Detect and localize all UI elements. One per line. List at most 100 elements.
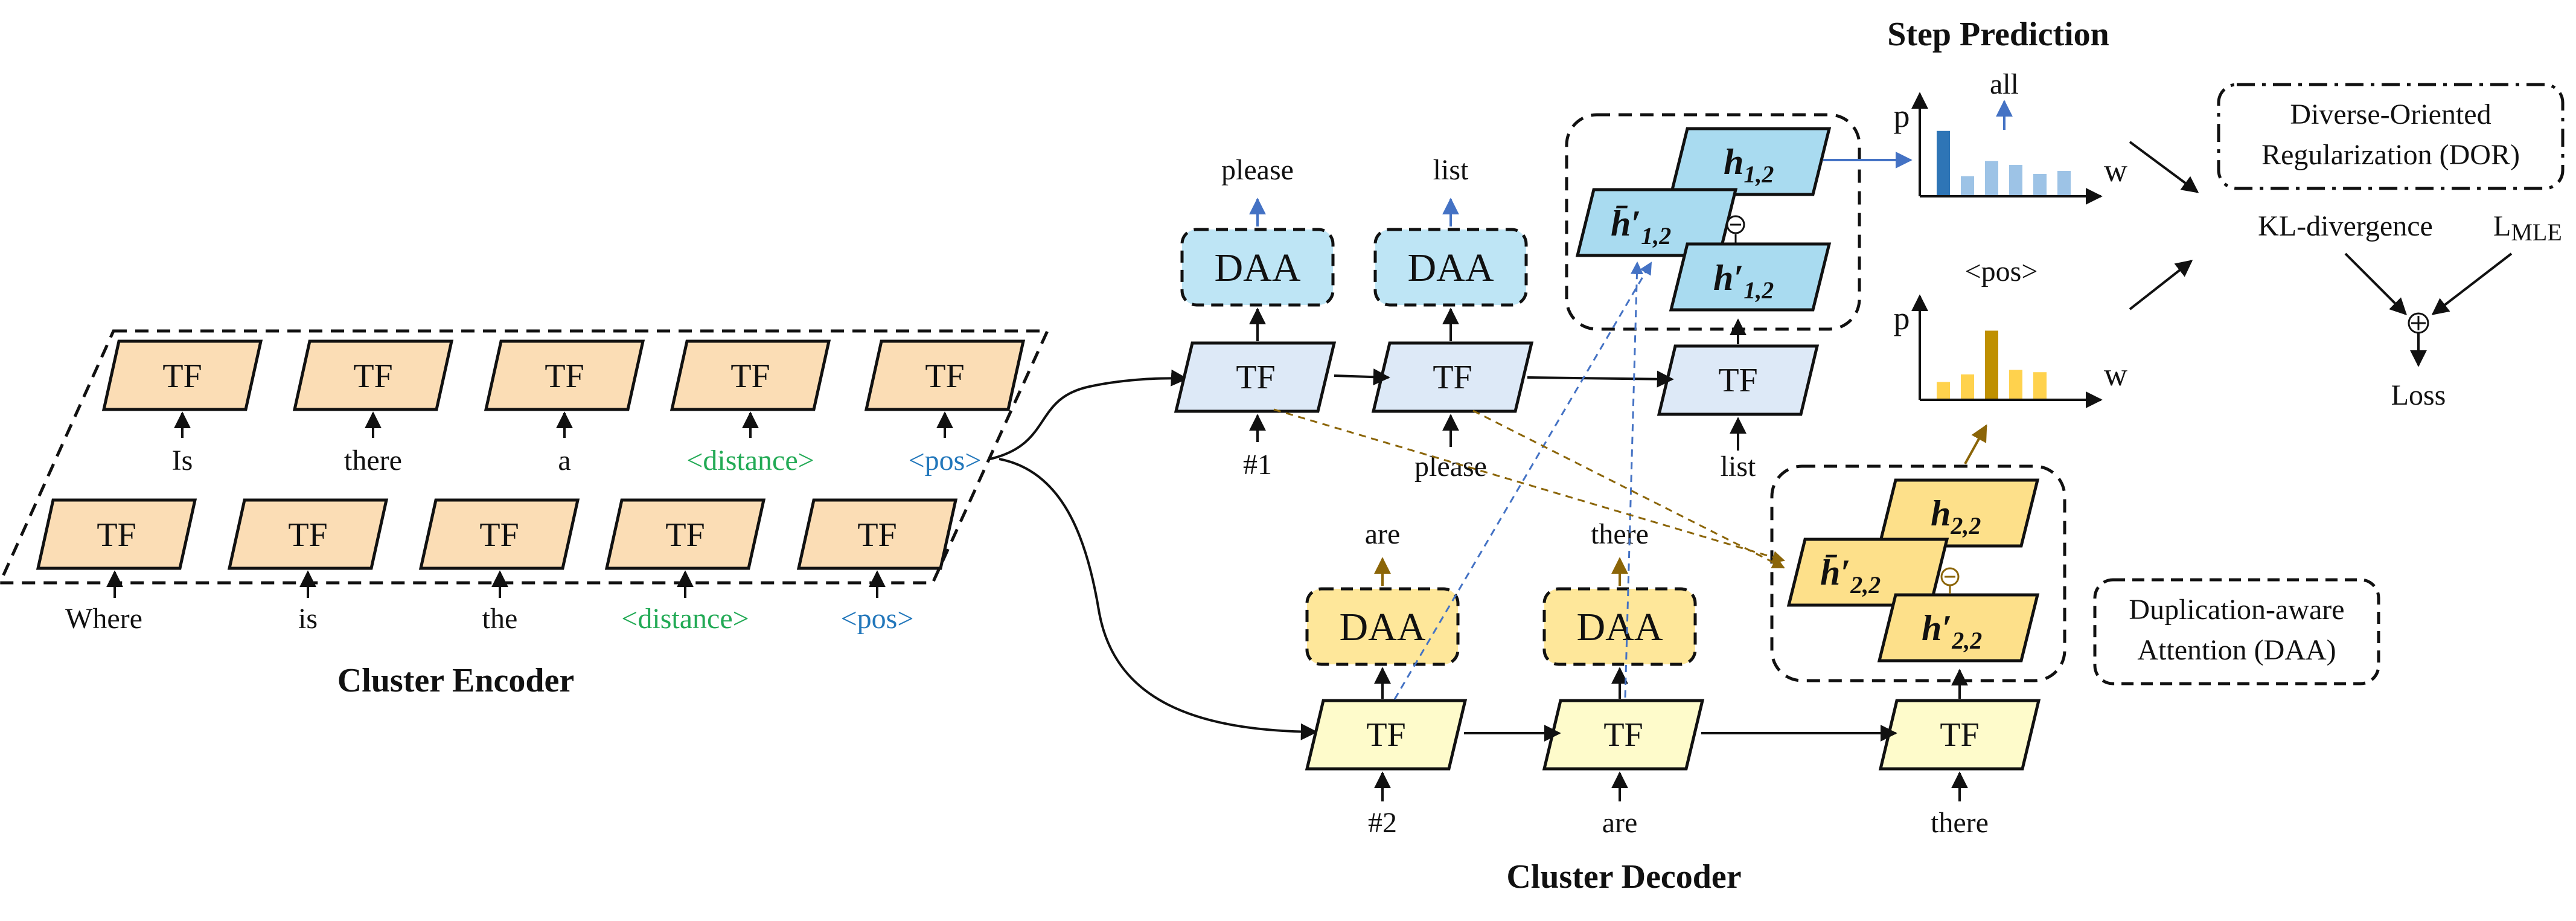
daa-label: DAA [1215, 246, 1301, 290]
daa-label: DAA [1577, 605, 1663, 649]
encoder-tf-row2-5: TF [796, 498, 958, 570]
dor-line-1: Diverse-Oriented [2290, 98, 2491, 130]
hidden-state-box-2 [1770, 464, 2066, 682]
encoder-tf-row1-3: TF [484, 339, 645, 411]
encoder-word: the [482, 603, 518, 635]
h-1-2: h1,2 [1669, 127, 1832, 196]
decoder1-tf-2: TF [1371, 341, 1534, 413]
svg-text:h̄′2,2: h̄′2,2 [1820, 553, 1881, 598]
bottom-output-word: <pos> [1965, 255, 2038, 287]
tf-label: TF [925, 358, 964, 395]
hbar-prime-2-2: h̄′2,2 [1786, 538, 1949, 607]
tf-label: TF [97, 516, 136, 554]
encoder-tf-row2-4: TF [604, 498, 766, 570]
decoder1-output-arrows [1249, 197, 1459, 226]
encoder-tf-row1-5: TF [864, 339, 1026, 411]
hprime-label: h′ [1922, 608, 1952, 648]
loss-arrows [2129, 141, 2513, 367]
h-2-2: h2,2 [1877, 478, 2040, 548]
encoder-tf-row1-1: TF [101, 339, 263, 411]
decoder2-output-arrows [1374, 557, 1628, 586]
svg-text:h1,2: h1,2 [1724, 142, 1774, 188]
lmle-subscript: MLE [2511, 219, 2562, 246]
histogram-bar [1985, 330, 1998, 399]
tf-label: TF [1366, 716, 1405, 754]
encoder-token-pos: <pos> [909, 444, 982, 477]
encoder-word: there [344, 444, 402, 477]
step-prediction-title: Step Prediction [1887, 16, 2109, 53]
encoder-row1-arrows [174, 411, 953, 438]
tf-label: TF [479, 516, 519, 554]
encoder-tf-row2-3: TF [418, 498, 580, 570]
histogram-bar [2033, 372, 2047, 399]
h-subscript: 1,2 [1743, 161, 1774, 188]
h-subscript: 2,2 [1950, 512, 1981, 539]
decoder1-input: #1 [1243, 449, 1272, 481]
histogram-bar [2033, 174, 2047, 195]
daa-legend-line-2: Attention (DAA) [2137, 634, 2336, 666]
histogram-bar [2057, 171, 2071, 195]
encoder-token-distance: <distance> [686, 444, 814, 477]
encoder-tf-row1-4: TF [670, 339, 831, 411]
top-output-word: all [1990, 68, 2019, 100]
hidden-state-box-1 [1565, 113, 1861, 331]
kl-divergence-label: KL-divergence [2258, 210, 2433, 242]
daa-label: DAA [1408, 246, 1494, 290]
histogram-bar [1937, 382, 1950, 399]
h-prime-1-2: h′1,2 [1669, 242, 1832, 312]
decoder2-output: there [1591, 518, 1649, 550]
decoder2-input: are [1602, 807, 1638, 839]
hbar-subscript: 1,2 [1641, 222, 1671, 249]
tf-label: TF [857, 516, 896, 554]
decoder1-output: please [1221, 154, 1294, 186]
decoder2-output: are [1365, 518, 1401, 550]
encoder-tf-row2-1: TF [36, 498, 197, 570]
dor-line-2: Regularization (DOR) [2261, 139, 2520, 171]
hprime-subscript: 2,2 [1951, 627, 1982, 654]
encoder-token-distance: <distance> [621, 603, 749, 635]
p-axis-label: p [1894, 300, 1910, 336]
svg-text:h′2,2: h′2,2 [1922, 608, 1982, 654]
encoder-to-decoder2-arrow [999, 458, 1318, 740]
svg-text:h′1,2: h′1,2 [1713, 258, 1774, 304]
decoder1-input: please [1414, 451, 1487, 483]
tf-label: TF [353, 358, 392, 395]
h2-to-histogram-arrow [1964, 424, 1987, 464]
decoder2-daa-1: DAA [1305, 587, 1460, 666]
dor-box [2217, 83, 2565, 190]
decoder1-daa-1: DAA [1180, 228, 1335, 307]
h-prime-2-2: h′2,2 [1877, 593, 2040, 663]
tf-label: TF [730, 358, 770, 395]
cluster-decoder-title: Cluster Decoder [1506, 858, 1741, 896]
w-axis-label: w [2104, 356, 2127, 393]
hbar-label: h̄′ [1611, 204, 1641, 243]
encoder-row2: TF TF TF TF TF [36, 498, 958, 570]
encoder-tf-row2-2: TF [227, 498, 389, 570]
subtract-icon [1940, 567, 1960, 594]
decoder2-tf-2: TF [1542, 699, 1705, 771]
tf-label: TF [1718, 362, 1757, 399]
cross-attention-blue [1393, 261, 1652, 700]
hbar-subscript: 2,2 [1850, 571, 1881, 598]
histogram-bottom: p w <pos> [1894, 255, 2127, 408]
svg-text:h̄′1,2: h̄′1,2 [1611, 204, 1671, 249]
lmle-label: L [2493, 210, 2511, 242]
decoder2-tf-3: TF [1878, 699, 2041, 771]
encoder-word: Where [65, 603, 142, 635]
tf-label: TF [1236, 359, 1275, 396]
histogram-top: p w all [1894, 68, 2127, 205]
decoder2-input: there [1931, 807, 1989, 839]
encoder-row1: TF TF TF TF TF [101, 339, 1026, 411]
p-axis-label: p [1894, 98, 1910, 134]
encoder-word: Is [172, 444, 193, 477]
histogram-bar [2009, 165, 2022, 195]
hbar-prime-1-2: h̄′1,2 [1575, 188, 1738, 257]
decoder2-input: #2 [1368, 807, 1397, 839]
encoder-word: a [558, 444, 570, 477]
h-label: h [1931, 493, 1951, 533]
encoder-to-decoder1-arrow [989, 369, 1188, 460]
bars-bottom [1937, 330, 2047, 399]
encoder-word: is [298, 603, 318, 635]
hprime-subscript: 1,2 [1743, 277, 1774, 304]
